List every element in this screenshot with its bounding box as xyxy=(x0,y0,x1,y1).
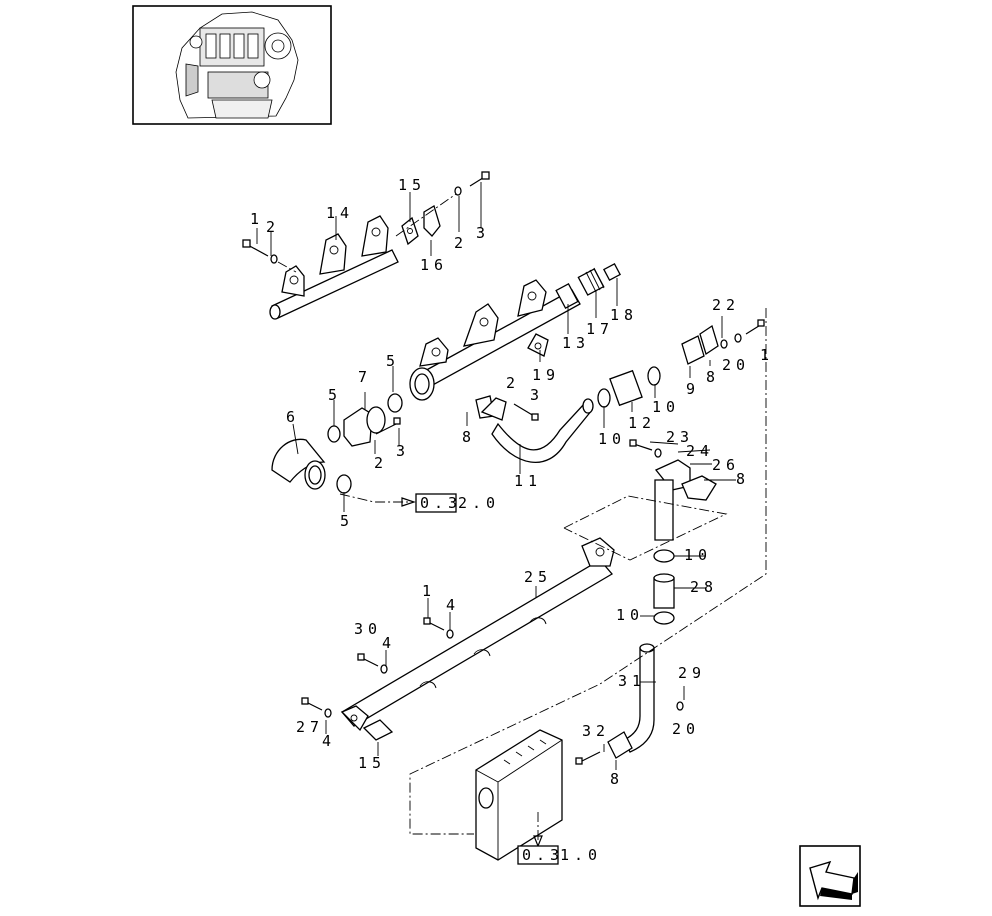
callout-2: 2 xyxy=(374,454,388,472)
callout-23: 23 xyxy=(666,428,694,446)
callout-10: 10 xyxy=(684,546,712,564)
callout-32: 32 xyxy=(582,722,610,740)
callout-26: 26 xyxy=(712,456,740,474)
callout-1: 1 xyxy=(760,346,774,364)
upper-gasket-and-flange[interactable] xyxy=(395,171,490,246)
bolt-32[interactable] xyxy=(575,751,601,765)
callout-8: 8 xyxy=(610,770,624,788)
callout-2: 2 xyxy=(266,218,280,236)
lower-manifold[interactable] xyxy=(301,537,615,741)
reference-0-3-1-0[interactable]: 0.3 1.0 xyxy=(517,845,602,865)
callout-1: 1 xyxy=(250,210,264,228)
callout-12: 12 xyxy=(628,414,656,432)
callout-4: 4 xyxy=(382,634,396,652)
callout-28: 28 xyxy=(690,578,718,596)
coolant-tube[interactable] xyxy=(475,319,765,463)
callout-10: 10 xyxy=(652,398,680,416)
reference-box-text: 0.3 xyxy=(420,494,462,512)
leader-lines xyxy=(256,182,736,770)
back-arrow-icon[interactable] xyxy=(799,845,861,907)
thermostat-housing[interactable] xyxy=(271,393,416,507)
callout-8: 8 xyxy=(736,470,750,488)
callout-30: 30 xyxy=(354,620,382,638)
engine-thumbnail[interactable] xyxy=(132,5,332,125)
callout-6: 6 xyxy=(286,408,300,426)
callout-10: 10 xyxy=(616,606,644,624)
callout-9: 9 xyxy=(686,380,700,398)
callout-31: 31 xyxy=(618,672,646,690)
callout-19: 19 xyxy=(532,366,560,384)
callout-5: 5 xyxy=(386,352,400,370)
callout-15: 15 xyxy=(358,754,386,772)
callout-11: 11 xyxy=(514,472,542,490)
callout-3: 3 xyxy=(530,386,544,404)
callout-7: 7 xyxy=(358,368,372,386)
callout-5: 5 xyxy=(340,512,354,530)
reference-0-3-2-0[interactable]: 0.3 2.0 xyxy=(415,493,500,513)
callout-1: 1 xyxy=(422,582,436,600)
heat-exchanger-block[interactable] xyxy=(475,729,563,861)
callout-2: 2 xyxy=(454,234,468,252)
callout-16: 16 xyxy=(420,256,448,274)
callout-4: 4 xyxy=(446,596,460,614)
callout-labels: 1 2 14 15 16 2 3 13 17 18 19 22 1 8 20 9… xyxy=(250,176,774,788)
callout-27: 27 xyxy=(296,718,324,736)
bolt-upper-left[interactable] xyxy=(242,239,297,273)
callout-8: 8 xyxy=(462,428,476,446)
callout-20: 20 xyxy=(722,356,750,374)
callout-18: 18 xyxy=(610,306,638,324)
reference-suffix-text: 1.0 xyxy=(560,846,602,864)
assembly-boundaries xyxy=(409,308,767,848)
callout-17: 17 xyxy=(586,320,614,338)
callout-3: 3 xyxy=(396,442,410,460)
right-pipe-stack[interactable] xyxy=(607,439,717,759)
callout-22: 22 xyxy=(712,296,740,314)
callout-24: 24 xyxy=(686,442,714,460)
callout-4: 4 xyxy=(322,732,336,750)
callout-29: 29 xyxy=(678,664,706,682)
callout-25: 25 xyxy=(524,568,552,586)
callout-2: 2 xyxy=(506,374,520,392)
reference-suffix-text: 2.0 xyxy=(458,494,500,512)
callout-15: 15 xyxy=(398,176,426,194)
middle-manifold[interactable] xyxy=(409,263,621,401)
reference-box-text: 0.3 xyxy=(522,846,564,864)
callout-14: 14 xyxy=(326,204,354,222)
callout-10: 10 xyxy=(598,430,626,448)
callout-20: 20 xyxy=(672,720,700,738)
callout-13: 13 xyxy=(562,334,590,352)
upper-manifold[interactable] xyxy=(269,215,399,320)
callout-8: 8 xyxy=(706,368,720,386)
callout-5: 5 xyxy=(328,386,342,404)
callout-3: 3 xyxy=(476,224,490,242)
